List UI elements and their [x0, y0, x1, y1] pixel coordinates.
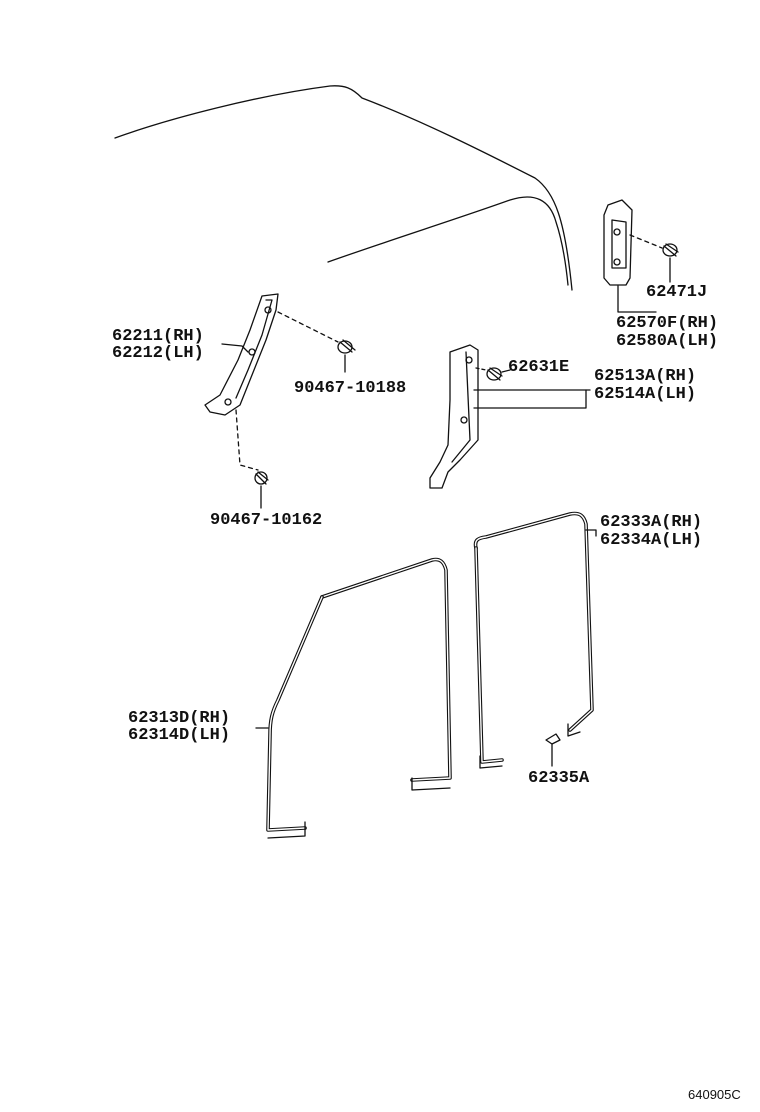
leader-lines: [221, 343, 597, 729]
label-weatherstrip-rear-lh: 62334A(LH): [600, 531, 703, 550]
label-pillar-rear-lh: 62580A(LH): [616, 332, 719, 351]
label-pillar-center-rh: 62513A(RH): [594, 367, 697, 386]
center-pillar-garnish: [429, 344, 479, 489]
roof-outline: [114, 85, 573, 291]
label-weatherstrip-front-rh: 62313D(RH): [128, 709, 231, 728]
front-pillar-garnish: [204, 293, 279, 416]
label-pillar-rear-rh: 62570F(RH): [616, 314, 719, 333]
rear-pillar-garnish: [603, 199, 633, 286]
label-weatherstrip-front-lh: 62314D(LH): [128, 726, 231, 745]
plug-part: [545, 733, 561, 767]
front-door-weatherstrip: [266, 557, 452, 839]
clip-lower-part: [235, 409, 269, 509]
label-clip-center: 62631E: [508, 358, 570, 377]
label-plug: 62335A: [528, 769, 590, 788]
diagram-code: 640905C: [688, 1087, 741, 1102]
rear-pillar-bracket: [617, 285, 657, 313]
clip-rear-part: [629, 234, 679, 283]
label-clip-lower: 90467-10162: [210, 511, 323, 530]
rear-door-weatherstrip: [473, 511, 594, 769]
label-clip-upper: 90467-10188: [294, 379, 407, 398]
clip-center-part: [475, 367, 511, 381]
label-pillar-front-rh: 62211(RH): [112, 327, 204, 346]
label-pillar-center-lh: 62514A(LH): [594, 385, 697, 404]
label-pillar-front-lh: 62212(LH): [112, 344, 204, 363]
label-clip-rear: 62471J: [646, 283, 708, 302]
center-pillar-bracket: [473, 389, 591, 409]
clip-upper-part: [277, 311, 356, 373]
label-weatherstrip-rear-rh: 62333A(RH): [600, 513, 703, 532]
